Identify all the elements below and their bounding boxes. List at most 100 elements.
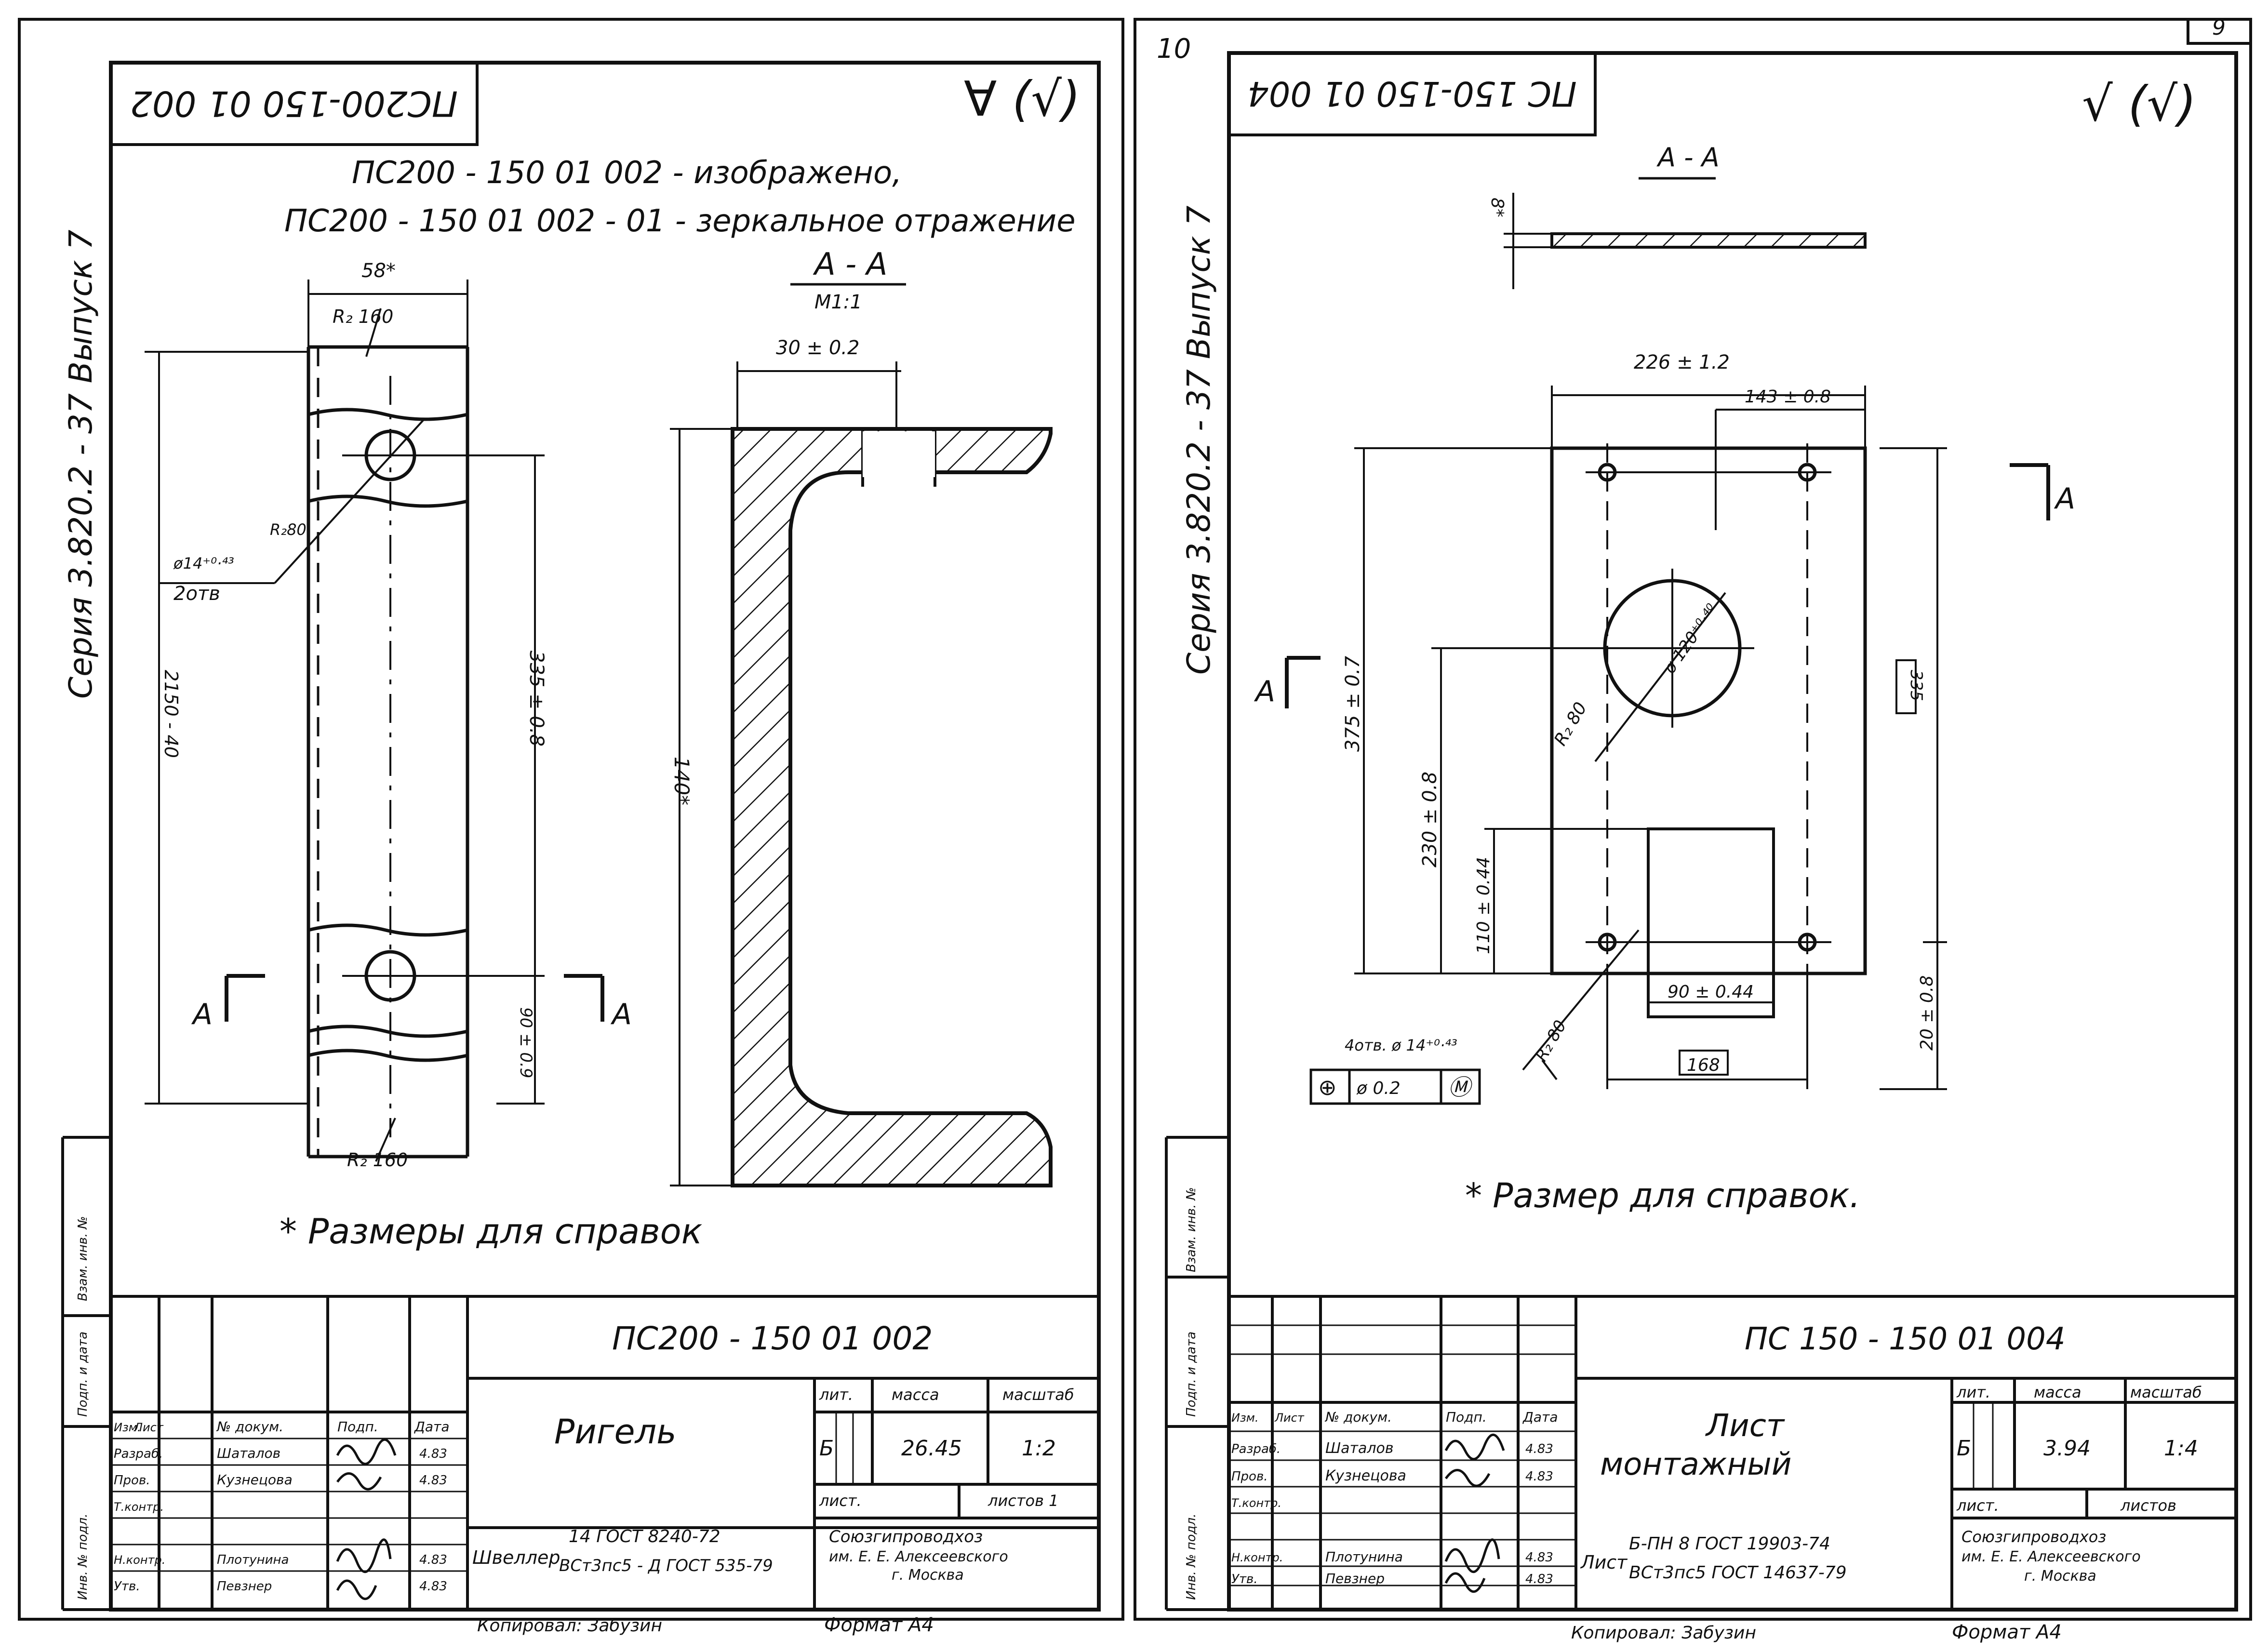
right-name-utv: Певзнер: [1325, 1571, 1385, 1586]
right-copied-by: Копировал: Забузин: [1571, 1623, 1756, 1643]
plate-view: [1354, 386, 1947, 1090]
left-name-prov: Кузнецова: [217, 1472, 293, 1488]
right-mass-value: 3.94: [2043, 1436, 2091, 1461]
right-sheet: ПС 150-150 01 004 √ (√) Серия 3.820.2 - …: [1165, 52, 2236, 1643]
left-role-razrab: Разраб.: [114, 1447, 163, 1461]
right-scale-header: масштаб: [2130, 1383, 2202, 1401]
left-footnote: * Размеры для справок: [280, 1211, 702, 1252]
left-side-label-vzam: Взам. инв. №: [76, 1216, 90, 1301]
left-part-name: Ригель: [554, 1412, 677, 1452]
right-role-utv: Утв.: [1231, 1572, 1258, 1586]
right-boxed-335: 335: [1907, 670, 1926, 701]
right-dim-height-total: 375 ± 0.7: [1342, 656, 1364, 752]
left-designation: ПС200 - 150 01 002: [612, 1320, 933, 1357]
dim-holes-count: 2отв: [173, 583, 220, 605]
right-signatures: [1444, 1434, 1505, 1593]
right-stamp-mirrored: ПС 150-150 01 004: [1247, 74, 1576, 113]
right-rev-header-doc: № докум.: [1324, 1409, 1392, 1425]
left-rev-header-izm: Изм.: [114, 1421, 141, 1434]
dim-radius-top: R₂ 160: [333, 306, 393, 327]
left-section-dim-top: 30 ± 0.2: [776, 337, 859, 359]
left-section-dim-height: 140*: [670, 757, 694, 805]
right-dim-bottom-edge: 20 ± 0.8: [1917, 975, 1937, 1051]
left-date-nkontr: 4.83: [419, 1553, 447, 1567]
left-lit-value: Б: [819, 1436, 834, 1461]
channel-section: [731, 427, 1053, 1187]
left-signatures: [336, 1439, 397, 1600]
right-org-line3: г. Москва: [2024, 1568, 2096, 1585]
left-rev-header-doc: № докум.: [216, 1419, 283, 1435]
left-title-block: [61, 1136, 1099, 1611]
right-title-block: [1165, 1136, 2236, 1611]
left-side-label-inv: Инв. № подл.: [76, 1514, 90, 1600]
left-sheet: ПС200-150 01 002 ∀ (√) ПС200 - 150 01 00…: [61, 61, 1099, 1636]
right-sheets-label: листов: [2120, 1496, 2176, 1515]
right-scale-value: 1:4: [2164, 1436, 2198, 1461]
left-role-utv: Утв.: [114, 1579, 140, 1594]
left-date-prov: 4.83: [419, 1473, 447, 1488]
left-name-razrab: Шаталов: [217, 1445, 280, 1461]
right-dim-hole-to-center: 230 ± 0.8: [1419, 772, 1441, 867]
left-role-prov: Пров.: [114, 1473, 150, 1488]
right-date-nkontr: 4.83: [1525, 1550, 1553, 1565]
right-part-name-1: Лист: [1705, 1408, 1785, 1444]
dim-between-holes: 335 ± 0.8: [525, 651, 547, 746]
right-dim-hole-spacing: 143 ± 0.8: [1745, 387, 1831, 407]
right-sheet-label: лист.: [1956, 1496, 1999, 1515]
right-role-prov: Пров.: [1231, 1469, 1268, 1484]
right-date-razrab: 4.83: [1525, 1442, 1553, 1456]
right-format: Формат А4: [1952, 1621, 2062, 1643]
left-rev-header-list: Лист: [133, 1421, 164, 1434]
left-note-line1: ПС200 - 150 01 002 - изображено,: [352, 155, 902, 191]
left-org-line1: Союзгипроводхоз: [829, 1527, 983, 1546]
right-lit-header: лит.: [1956, 1383, 1990, 1401]
left-material-line1: 14 ГОСТ 8240-72: [569, 1527, 720, 1546]
left-side-label-sign: Подп. и дата: [76, 1332, 90, 1417]
right-material-label: Лист: [1580, 1552, 1628, 1573]
left-section-mark-left: А: [191, 998, 213, 1031]
right-holes-note: 4отв. ø 14⁺⁰·⁴³: [1345, 1036, 1457, 1054]
right-dim-lower: 110 ± 0.44: [1474, 857, 1494, 954]
left-mass-value: 26.45: [901, 1436, 962, 1461]
right-dim-width-total: 226 ± 1.2: [1634, 351, 1730, 373]
tolerance-frame: ⊕ ø 0.2 Ⓜ: [1309, 1068, 1481, 1105]
right-top-page-number: 10: [1157, 33, 1191, 65]
dim-hole: ø14⁺⁰·⁴³: [173, 554, 234, 573]
right-part-name-2: монтажный: [1600, 1447, 1791, 1482]
left-format: Формат А4: [824, 1614, 934, 1636]
right-name-razrab: Шаталов: [1325, 1440, 1394, 1457]
left-lit-header: лит.: [819, 1386, 853, 1404]
right-side-label-inv: Инв. № подл.: [1184, 1514, 1199, 1600]
right-drawing-frame: [1227, 51, 2238, 1612]
left-roughness-symbol: ∀ (√): [964, 71, 1081, 127]
left-page-border: [18, 18, 1124, 1621]
right-dim-center-dia: ø 120⁺⁰·⁴⁰: [1660, 600, 1722, 678]
right-role-razrab: Разраб.: [1231, 1442, 1281, 1456]
left-scale-header: масштаб: [1002, 1386, 1074, 1404]
left-note-line2: ПС200 - 150 01 002 - 01 - зеркальное отр…: [284, 203, 1076, 239]
right-roughness-symbol: √ (√): [2082, 76, 2196, 132]
right-date-utv: 4.83: [1525, 1572, 1553, 1586]
right-footnote: * Размер для справок.: [1465, 1176, 1860, 1215]
left-rev-header-sign: Подп.: [337, 1419, 378, 1435]
right-section-title: А - А: [1656, 142, 1720, 173]
dim-height-total: 2150 - 40: [160, 670, 182, 758]
right-boxed-168: 168: [1687, 1055, 1720, 1075]
right-dim-radius-2: R₂ 80: [1532, 1017, 1570, 1065]
right-rev-header-date: Дата: [1522, 1409, 1558, 1425]
left-copied-by: Копировал: Забузин: [477, 1616, 662, 1636]
left-role-nkontr: Н.контр.: [114, 1553, 165, 1567]
right-thickness: 8*: [1487, 198, 1507, 217]
left-section-mark-right: А: [610, 998, 632, 1031]
left-role-tkontr: Т.контр.: [114, 1500, 164, 1514]
right-mass-header: масса: [2034, 1383, 2081, 1401]
right-org-line1: Союзгипроводхоз: [1961, 1528, 2106, 1546]
right-date-prov: 4.83: [1525, 1469, 1553, 1484]
left-date-razrab: 4.83: [419, 1447, 447, 1461]
right-series-label: Серия 3.820.2 - 37 Выпуск 7: [1180, 205, 1217, 675]
tolerance-value: ø 0.2: [1356, 1079, 1401, 1098]
left-name-nkontr: Плотунина: [217, 1553, 289, 1567]
left-mass-header: масса: [892, 1386, 939, 1404]
dim-width-top: 58*: [361, 260, 396, 282]
